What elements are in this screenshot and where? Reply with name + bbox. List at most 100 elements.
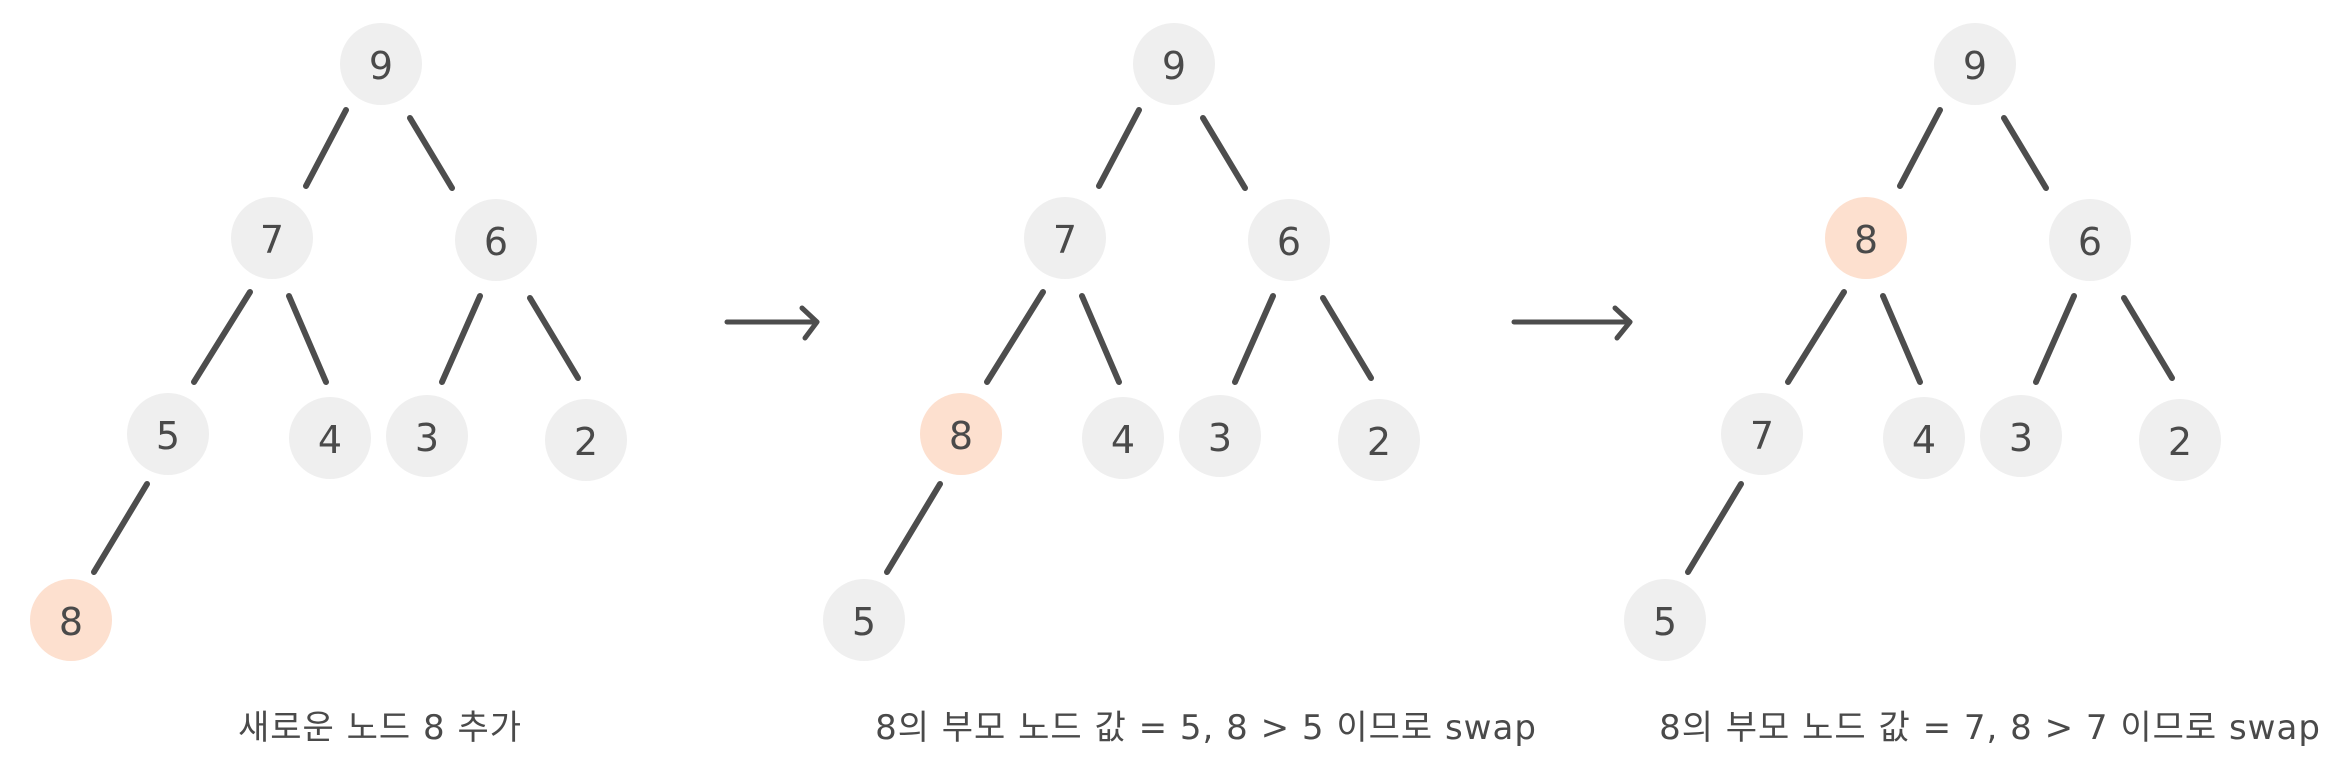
tree-edge: [2121, 295, 2175, 381]
tree-node: 7: [1721, 393, 1803, 475]
node-circle: [2139, 399, 2221, 481]
tree-node: 4: [1082, 397, 1164, 479]
node-circle: [1624, 579, 1706, 661]
tree-node: 3: [386, 395, 468, 477]
tree-edge: [407, 115, 455, 191]
node-circle: [1825, 197, 1907, 279]
node-circle: [823, 579, 905, 661]
node-value: 2: [1367, 420, 1391, 464]
node-circle: [30, 579, 112, 661]
tree-node: 4: [1883, 397, 1965, 479]
tree-node: 7: [1024, 197, 1106, 279]
node-value: 4: [1912, 418, 1936, 462]
node-circle: [1024, 197, 1106, 279]
tree-edge: [303, 107, 349, 189]
panel-3: 9 8 6 7 4 3 2 5: [1624, 23, 2221, 661]
tree-edge: [1200, 115, 1248, 191]
tree-edge: [884, 481, 943, 575]
node-value: 3: [2009, 416, 2033, 460]
node-circle: [386, 395, 468, 477]
tree-edge: [1096, 107, 1142, 189]
node-circle: [2049, 199, 2131, 281]
caption-panel-2: 8의 부모 노드 값 = 5, 8 > 5 이므로 swap: [875, 708, 1537, 748]
node-value: 5: [156, 414, 180, 458]
tree-node: 2: [2139, 399, 2221, 481]
tree-node: 7: [231, 197, 313, 279]
node-value: 4: [318, 418, 342, 462]
node-value: 7: [1750, 414, 1774, 458]
tree-node-highlighted: 8: [920, 393, 1002, 475]
tree-edge: [2001, 115, 2049, 191]
node-value: 7: [1053, 218, 1077, 262]
node-value: 3: [1208, 416, 1232, 460]
node-circle: [455, 199, 537, 281]
node-value: 9: [369, 44, 393, 88]
node-value: 9: [1162, 44, 1186, 88]
node-circle: [289, 397, 371, 479]
tree-edge: [984, 289, 1046, 385]
tree-node: 2: [1338, 399, 1420, 481]
arrow-1-icon: [724, 305, 820, 341]
tree-edge: [286, 293, 329, 385]
tree-edge: [439, 293, 483, 385]
node-circle: [1248, 199, 1330, 281]
node-value: 5: [852, 600, 876, 644]
tree-node: 6: [1248, 199, 1330, 281]
tree-edge: [2033, 293, 2077, 385]
tree-node: 3: [1980, 395, 2062, 477]
tree-edge: [1897, 107, 1943, 189]
tree-edge: [91, 481, 150, 575]
node-value: 5: [1653, 600, 1677, 644]
node-value: 7: [260, 218, 284, 262]
tree-edge: [1079, 293, 1122, 385]
tree-node: 5: [127, 393, 209, 475]
node-circle: [920, 393, 1002, 475]
tree-node: 6: [455, 199, 537, 281]
arrow-2-icon: [1511, 305, 1633, 341]
tree-edge: [1685, 481, 1744, 575]
tree-node: 3: [1179, 395, 1261, 477]
node-value: 8: [59, 600, 83, 644]
node-circle: [1934, 23, 2016, 105]
node-circle: [1133, 23, 1215, 105]
tree-node-highlighted: 8: [30, 579, 112, 661]
node-circle: [1082, 397, 1164, 479]
tree-node: 4: [289, 397, 371, 479]
tree-node: 6: [2049, 199, 2131, 281]
node-circle: [231, 197, 313, 279]
tree-node: 5: [1624, 579, 1706, 661]
tree-edge: [1232, 293, 1276, 385]
panel-1: 9 7 6 5 4 3 2 8: [30, 23, 627, 661]
node-circle: [1179, 395, 1261, 477]
node-circle: [127, 393, 209, 475]
panel-2: 9 7 6 8 4 3 2 5: [823, 23, 1420, 661]
tree-node: 2: [545, 399, 627, 481]
node-value: 9: [1963, 44, 1987, 88]
node-circle: [340, 23, 422, 105]
caption-panel-1: 새로운 노드 8 추가: [237, 708, 522, 748]
node-value: 6: [2078, 220, 2102, 264]
node-value: 6: [484, 220, 508, 264]
tree-node: 5: [823, 579, 905, 661]
tree-edge: [1880, 293, 1923, 385]
node-value: 2: [574, 420, 598, 464]
node-circle: [1980, 395, 2062, 477]
node-circle: [1721, 393, 1803, 475]
tree-node: 9: [1934, 23, 2016, 105]
tree-edge: [1320, 295, 1374, 381]
node-circle: [545, 399, 627, 481]
tree-node-highlighted: 8: [1825, 197, 1907, 279]
node-value: 4: [1111, 418, 1135, 462]
tree-edge: [191, 289, 253, 385]
node-value: 6: [1277, 220, 1301, 264]
tree-edge: [1785, 289, 1847, 385]
tree-node: 9: [340, 23, 422, 105]
node-value: 2: [2168, 420, 2192, 464]
tree-edge: [527, 295, 581, 381]
node-circle: [1338, 399, 1420, 481]
node-circle: [1883, 397, 1965, 479]
node-value: 3: [415, 416, 439, 460]
node-value: 8: [1854, 218, 1878, 262]
node-value: 8: [949, 414, 973, 458]
